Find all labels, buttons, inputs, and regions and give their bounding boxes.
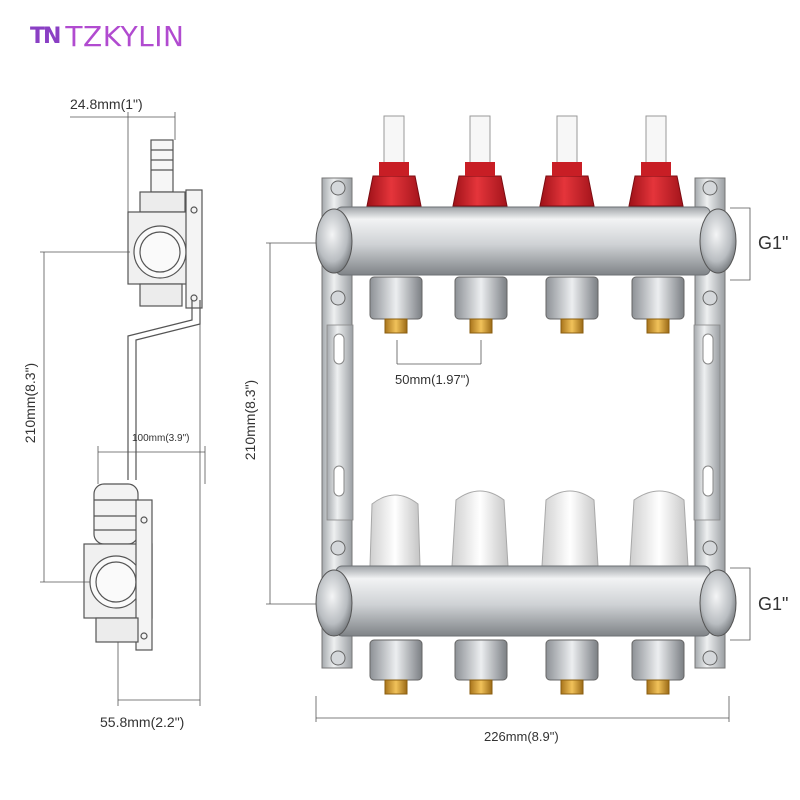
top-right-end-cap (699, 208, 737, 274)
brand-logo-name: TZKYLIN (65, 19, 185, 53)
side-height-label: 210mm(8.3") (22, 362, 38, 444)
side-bottom-width-label: 55.8mm(2.2") (100, 714, 185, 730)
flowmeter-1 (366, 115, 422, 207)
front-dimension-lines (266, 207, 751, 722)
bottom-manifold-bar (335, 565, 711, 637)
bottom-right-end-cap (699, 569, 737, 637)
bottom-outlets (369, 639, 685, 695)
top-manifold-bar (335, 206, 711, 276)
top-left-end-cap (315, 208, 353, 274)
valve-caps (369, 490, 689, 567)
outlet-spacing-label: 50mm(1.97") (395, 372, 470, 387)
bottom-left-end-cap (315, 569, 353, 637)
top-outlets (369, 276, 685, 334)
front-view (315, 115, 737, 695)
flowmeter-2 (452, 115, 508, 207)
bottom-thread-label: G1" (758, 594, 789, 614)
side-top-width-label: 24.8mm(1") (70, 96, 143, 112)
flowmeter-4 (628, 115, 684, 207)
flowmeter-3 (539, 115, 595, 207)
side-view (83, 139, 203, 651)
side-dimension-lines (40, 112, 206, 706)
brand-logo: TN TZKYLIN (30, 16, 184, 56)
top-thread-label: G1" (758, 233, 789, 253)
front-height-label: 210mm(8.3") (242, 379, 258, 461)
total-width-label: 226mm(8.9") (484, 729, 559, 744)
brand-logo-mark: TN (30, 23, 61, 49)
side-inner-label: 100mm(3.9") (132, 433, 190, 444)
